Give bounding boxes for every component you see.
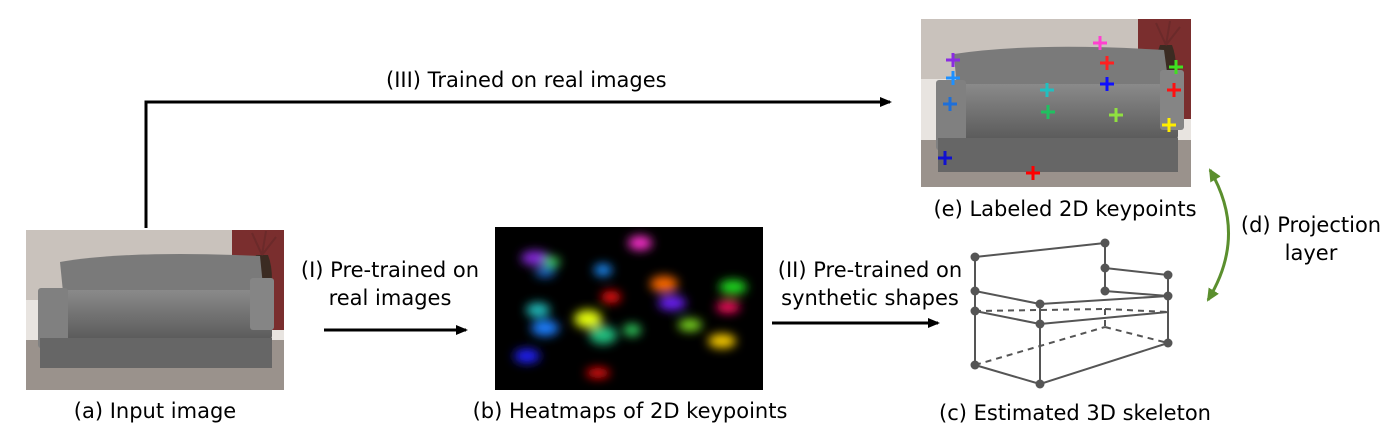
keypoint-marker: [1169, 60, 1183, 74]
edge-label-pretrained-synth-line1: (II) Pre-trained on: [777, 258, 963, 282]
edge-label-pretrained-synth: (II) Pre-trained on synthetic shapes: [765, 258, 975, 310]
caption-skeleton: (c) Estimated 3D skeleton: [939, 401, 1211, 425]
keypoint-marker: [1093, 36, 1107, 50]
caption-projection-line1: (d) Projection: [1240, 213, 1382, 237]
keypoint-marker: [938, 151, 952, 165]
keypoint-marker: [946, 53, 960, 67]
keypoint-marker: [1040, 83, 1054, 97]
input-image: [26, 230, 284, 390]
keypoint-marker: [1100, 56, 1114, 70]
edge-label-pretrained-real: (I) Pre-trained on real images: [290, 258, 490, 310]
caption-projection: (d) Projection layer: [1236, 213, 1386, 265]
keypoint-marker: [1100, 77, 1114, 91]
edge-label-pretrained-synth-line2: synthetic shapes: [781, 286, 959, 310]
arrow-trained-real: [144, 97, 892, 228]
keypoint-marker: [1109, 108, 1123, 122]
edge-label-trained-real: (III) Trained on real images: [386, 68, 667, 92]
keypoint-marker: [1041, 105, 1055, 119]
heatmaps-image: [495, 227, 763, 390]
keypoint-marker: [1162, 118, 1176, 132]
keypoint-marker: [1026, 166, 1040, 180]
skeleton-3d: [974, 242, 1169, 385]
skeleton-joints: [970, 238, 1173, 389]
edge-label-pretrained-real-line1: (I) Pre-trained on: [300, 258, 480, 282]
keypoint-marker: [946, 71, 960, 85]
keypoint-markers: [938, 36, 1183, 180]
edge-label-pretrained-real-line2: real images: [328, 286, 452, 310]
caption-labeled-keypoints: (e) Labeled 2D keypoints: [933, 197, 1197, 221]
caption-projection-line2: layer: [1284, 241, 1338, 265]
keypoint-marker: [943, 97, 957, 111]
caption-input-image: (a) Input image: [73, 399, 237, 423]
keypoint-marker: [1167, 83, 1181, 97]
caption-heatmaps: (b) Heatmaps of 2D keypoints: [472, 399, 788, 423]
labeled-keypoints-image: [921, 19, 1191, 187]
arrow-projection: [1206, 168, 1230, 302]
